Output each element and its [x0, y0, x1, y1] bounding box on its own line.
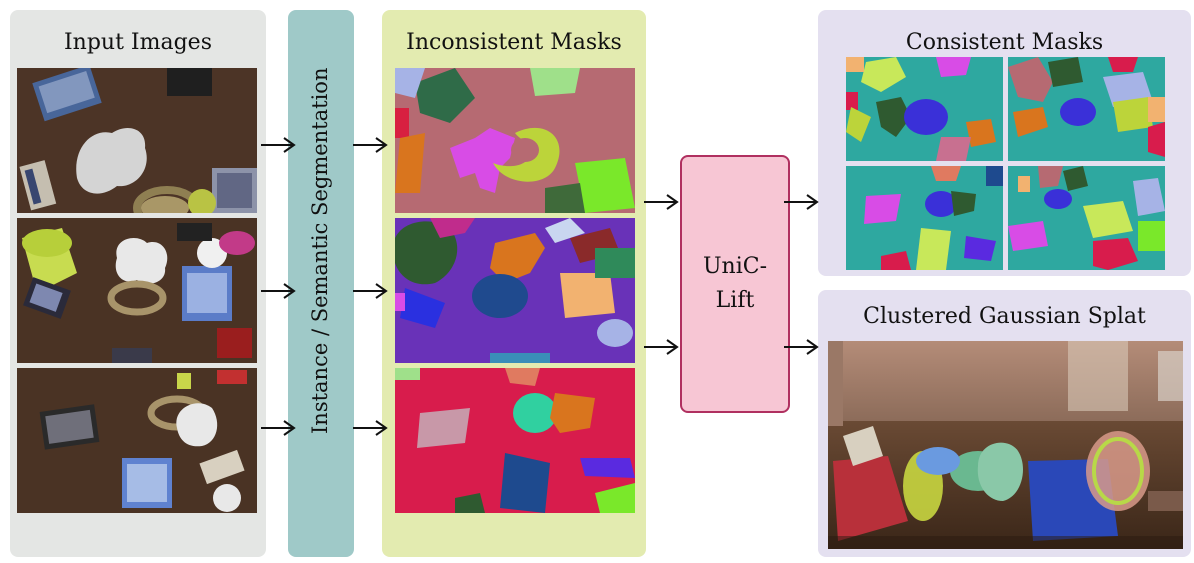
- arrow-right-icon: [261, 283, 296, 299]
- consistent-mask-3: [846, 166, 1003, 270]
- inconsistent-masks-title: Inconsistent Masks: [406, 30, 622, 55]
- arrow-right-icon: [353, 137, 388, 153]
- segmentation-label: Instance / Semantic Segmentation: [308, 67, 332, 434]
- segmentation-panel: [288, 10, 354, 557]
- arrow-right-icon: [784, 194, 819, 210]
- arrow-right-icon: [261, 137, 296, 153]
- arrow-right-icon: [261, 420, 296, 436]
- input-image-2: [17, 218, 257, 363]
- gaussian-splat-image: [828, 341, 1183, 549]
- arrow-right-icon: [353, 420, 388, 436]
- arrow-right-icon: [644, 339, 679, 355]
- input-images-title: Input Images: [63, 30, 212, 55]
- consistent-mask-1: [846, 57, 1003, 161]
- inconsistent-mask-3: [395, 368, 635, 513]
- inconsistent-mask-1: [395, 68, 635, 213]
- unic-lift-line-1: UniC-: [702, 253, 767, 279]
- inconsistent-mask-2: [395, 218, 635, 363]
- arrow-right-icon: [644, 194, 679, 210]
- unic-lift-box: UniC- Lift: [680, 155, 790, 413]
- input-image-3: [17, 368, 257, 513]
- consistent-mask-4: [1008, 166, 1165, 270]
- arrow-right-icon: [784, 339, 819, 355]
- arrow-right-icon: [353, 283, 388, 299]
- unic-lift-line-2: Lift: [715, 288, 755, 313]
- input-image-1: [17, 68, 257, 213]
- consistent-masks-title: Consistent Masks: [905, 30, 1104, 55]
- gaussian-splat-title: Clustered Gaussian Splat: [863, 304, 1146, 329]
- consistent-mask-2: [1008, 57, 1165, 161]
